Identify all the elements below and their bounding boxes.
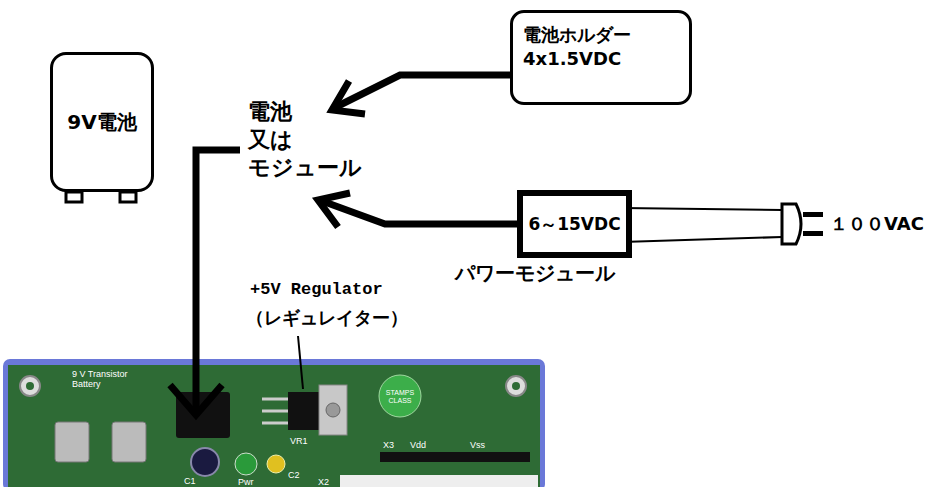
- battery-terminal: [120, 192, 136, 202]
- box-text: 6～15VDC: [528, 213, 620, 236]
- plug-prong: [803, 212, 823, 217]
- silkscreen-text: Vss: [470, 440, 485, 450]
- regulator-tab: [319, 385, 347, 435]
- silkscreen-text: C1: [184, 476, 196, 486]
- battery-clip: [55, 422, 89, 462]
- mount-hole: [26, 382, 34, 390]
- arrows: [170, 75, 517, 415]
- voltage-label: １００VAC: [830, 212, 924, 236]
- target-label: 電池 又は モジュール: [248, 98, 365, 182]
- silkscreen-text: 9 V Transistor Battery: [72, 369, 144, 389]
- silkscreen-text: VR1: [290, 436, 308, 446]
- plug-prong: [803, 231, 823, 236]
- box-caption: パワーモジュール: [455, 260, 615, 287]
- battery-terminal: [66, 192, 82, 202]
- arrow-head: [170, 385, 222, 415]
- arrow-head: [332, 81, 365, 114]
- silkscreen-text: Pwr: [238, 477, 254, 487]
- board-glow: [3, 359, 545, 487]
- capacitor: [267, 455, 285, 473]
- silkscreen-text: X2: [318, 477, 329, 487]
- part-label: （レギュレイター）: [246, 306, 408, 330]
- power-module-box: 6～15VDCパワーモジュール: [517, 190, 632, 258]
- silkscreen-text: X3: [383, 440, 394, 450]
- arrow-shaft: [336, 75, 510, 107]
- box-text: 9V電池: [67, 109, 136, 136]
- silkscreen-text: Vdd: [410, 440, 426, 450]
- connector-strip: [340, 475, 538, 487]
- battery-9v-box: 9V電池: [50, 52, 154, 192]
- capacitor: [191, 448, 219, 476]
- screw: [326, 403, 340, 417]
- regulator-lead: [262, 398, 290, 401]
- silkscreen-text: C2: [288, 470, 300, 480]
- mount-hole: [506, 376, 526, 396]
- stamps-class-logo: [379, 375, 421, 417]
- arrow-shaft: [322, 201, 517, 224]
- mount-hole: [20, 376, 40, 396]
- power-cord: [622, 237, 782, 242]
- part-label: +5V Regulator: [250, 280, 383, 299]
- silkscreen-text: STAMPS CLASS: [380, 389, 420, 405]
- box-text: 電池ホルダー 4x1.5VDC: [523, 23, 679, 71]
- leader-line: [298, 336, 303, 389]
- power-led: [235, 453, 257, 475]
- power-cord: [622, 208, 782, 210]
- regulator-lead: [262, 422, 290, 425]
- arrow-shaft: [196, 150, 240, 412]
- mount-hole: [512, 382, 520, 390]
- circuit-board: [8, 365, 540, 487]
- battery-clip: [112, 422, 146, 462]
- battery-holder-box: 電池ホルダー 4x1.5VDC: [510, 10, 692, 105]
- arrow-head: [318, 193, 350, 227]
- ac-plug: [782, 204, 801, 244]
- regulator-body: [288, 392, 319, 430]
- header-strip: [380, 452, 530, 462]
- regulator-lead: [262, 410, 290, 413]
